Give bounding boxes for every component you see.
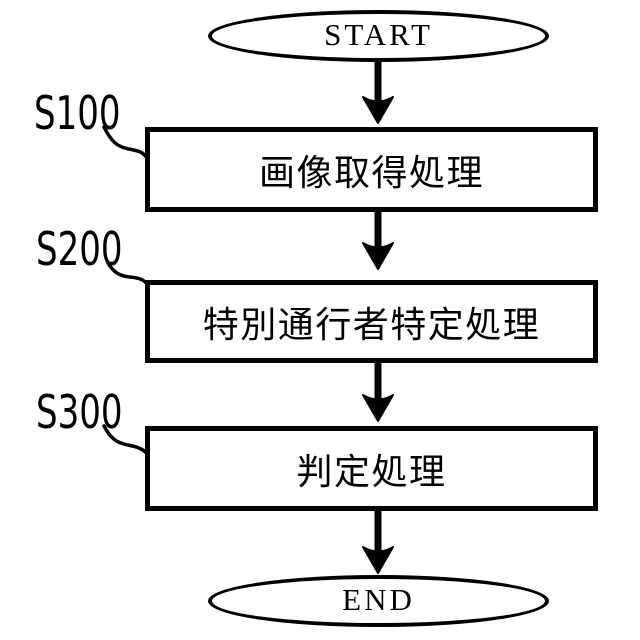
leader-line-s200 <box>106 261 149 286</box>
process-box-s100-label: 画像取得処理 <box>258 152 484 194</box>
process-box-s300-label: 判定処理 <box>296 451 447 493</box>
step-id-s100: S100 <box>34 86 121 140</box>
process-box-s200: 特別通行者特定処理 <box>145 280 598 363</box>
start-label: START <box>324 17 433 52</box>
process-box-s200-label: 特別通行者特定処理 <box>202 304 541 346</box>
start-terminator: START <box>208 10 549 62</box>
leader-line-s100 <box>102 125 149 160</box>
flow-arrow-s200-to-s300 <box>362 360 394 422</box>
step-id-s200: S200 <box>36 222 123 276</box>
process-box-s300: 判定処理 <box>145 426 598 511</box>
flow-arrow-s300-to-end <box>362 508 394 574</box>
leader-line-s300 <box>102 424 151 458</box>
process-box-s100: 画像取得処理 <box>145 127 598 212</box>
end-terminator: END <box>208 575 549 627</box>
flow-arrow-s100-to-s200 <box>362 209 394 270</box>
flow-arrow-start-to-s100 <box>362 60 394 124</box>
end-label: END <box>342 582 415 617</box>
step-id-s300: S300 <box>36 385 123 439</box>
